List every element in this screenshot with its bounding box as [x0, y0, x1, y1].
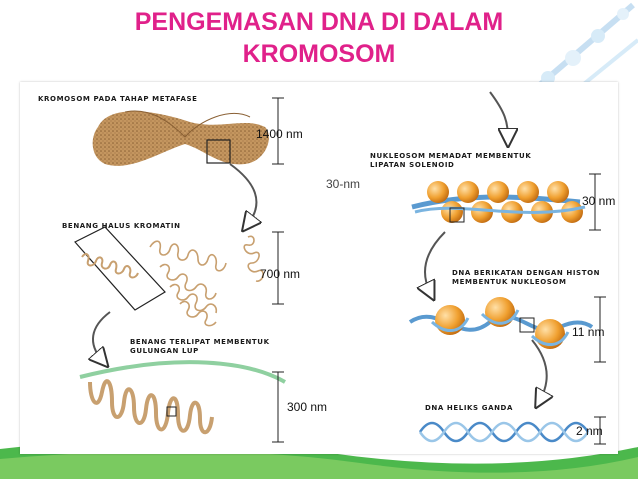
nucleosome-string — [408, 297, 594, 349]
arrow-to-loops — [93, 311, 111, 360]
loop-label-line-2: gulungan lup — [130, 347, 199, 355]
solenoid-label: Nukleosom memadat membentuk lipatan sole… — [370, 152, 531, 170]
nucleosome-size: 11 nm — [572, 325, 605, 339]
helix-label: DNA heliks ganda — [425, 404, 513, 412]
metaphase-chromosome — [92, 110, 269, 166]
nucleosome-label-line-1: DNA berikatan dengan histon — [452, 269, 601, 277]
arrow-to-nucleosome — [425, 231, 446, 292]
dna-double-helix — [418, 421, 590, 443]
loop-label: Benang terlipat membentuk gulungan lup — [130, 338, 270, 356]
diagram-panel: Kromosom pada tahap metafase 1400 nm Ben… — [20, 82, 618, 454]
solenoid-label-line-1: Nukleosom memadat membentuk — [370, 152, 532, 160]
solenoid-side-label: 30-nm — [326, 177, 361, 191]
dna-packing-illustration — [74, 91, 606, 445]
title-line-1: PENGEMASAN DNA DI DALAM — [134, 8, 504, 36]
nucleosome-label: DNA berikatan dengan histon membentuk nu… — [452, 269, 600, 287]
solenoid-fiber — [411, 181, 586, 223]
chromosome-label: Kromosom pada tahap metafase — [38, 95, 198, 103]
title-line-2: KROMOSOM — [242, 40, 396, 68]
chromatin-coils — [149, 235, 264, 327]
nucleosome-label-line-2: membentuk nukleosom — [452, 278, 567, 286]
zoom-box — [206, 139, 231, 164]
chromatin-size: 700 nm — [260, 267, 301, 281]
looped-fiber — [79, 360, 286, 435]
loop-label-line-1: Benang terlipat membentuk — [130, 338, 270, 346]
chromatin-label: Benang halus kromatin — [62, 222, 181, 230]
chromosome-size: 1400 nm — [256, 127, 303, 141]
left-scale-bars — [272, 97, 284, 443]
arrow-from-top — [489, 91, 508, 138]
helix-size: 2 nm — [576, 424, 603, 438]
solenoid-label-line-2: lipatan solenoid — [370, 161, 455, 169]
arrow-to-helix — [531, 339, 547, 400]
chromatin-magnified-box — [74, 226, 166, 311]
loop-size: 300 nm — [287, 400, 328, 414]
arrow-to-chromatin — [229, 163, 256, 224]
solenoid-size: 30 nm — [582, 194, 616, 208]
slide-title: PENGEMASAN DNA DI DALAM KROMOSOM — [0, 6, 638, 70]
right-scale-bars — [589, 173, 606, 445]
